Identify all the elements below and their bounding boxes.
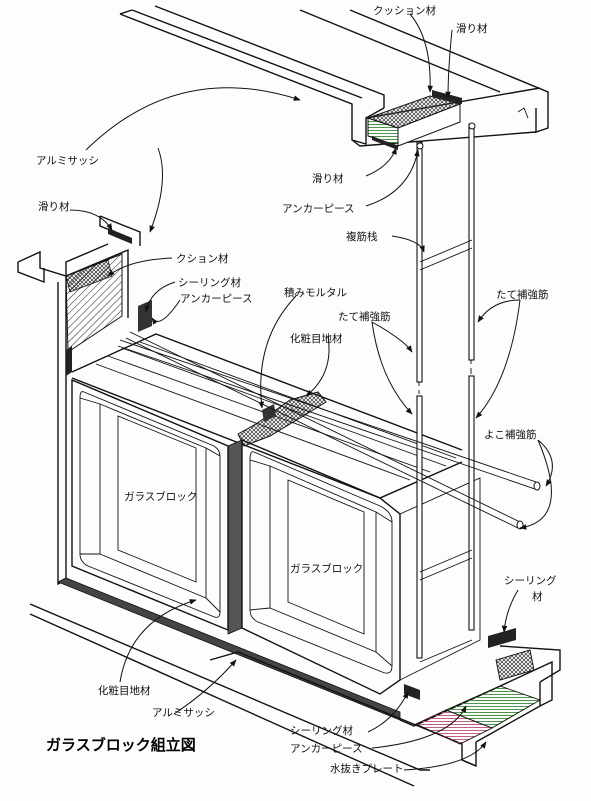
label-slide-mid: 滑り材: [312, 172, 344, 185]
leader-lines: [69, 13, 553, 771]
label-aluminum-sash-bottom: アルミサッシ: [152, 707, 215, 719]
label-drain-plate: 水抜きプレート: [330, 762, 404, 775]
wall-top-surface: [71, 333, 463, 635]
label-horizontal-rebar: よこ補強筋: [484, 428, 537, 441]
vertical-rebars: [416, 122, 476, 663]
label-slide-top: 滑り材: [456, 22, 488, 35]
glass-block-right: [241, 438, 481, 695]
label-joint-material-bottom: 化粧目地材: [98, 684, 151, 697]
label-vertical-rebar-right: たて補強筋: [496, 288, 549, 301]
label-sealing-left: シーリング材: [178, 276, 241, 289]
bottom-sill: [29, 577, 561, 787]
label-aluminum-sash-top: アルミサッシ: [36, 155, 99, 167]
label-cushion-top: クッション材: [373, 4, 436, 17]
label-glass-block-right: ガラスブロック: [290, 562, 363, 575]
label-double-rebar: 複筋栈: [346, 230, 378, 243]
label-cushion-left: クション材: [176, 252, 229, 265]
label-slide-left: 滑り材: [38, 200, 70, 213]
label-anchor-piece-top: アンカーピース: [282, 203, 355, 215]
label-vertical-rebar-left: たて補強筋: [338, 310, 391, 323]
glass-block-left: [71, 378, 229, 632]
label-sealing-right-2: 材: [532, 590, 543, 603]
label-joint-material-top: 化粧目地材: [290, 332, 343, 345]
label-sealing-bottom: シーリング材: [290, 724, 353, 737]
top-cushion-block: [366, 90, 462, 150]
label-glass-block-left: ガラスブロック: [124, 490, 197, 503]
label-sealing-right-1: シーリング: [504, 574, 557, 587]
left-cushion-block: [65, 228, 152, 376]
label-laying-mortar: 積みモルタル: [284, 286, 347, 299]
diagram-title: ガラスブロック組立図: [46, 736, 196, 754]
label-anchor-piece-bottom: アンカーピース: [290, 743, 363, 755]
label-anchor-piece-left: アンカーピース: [180, 293, 253, 305]
